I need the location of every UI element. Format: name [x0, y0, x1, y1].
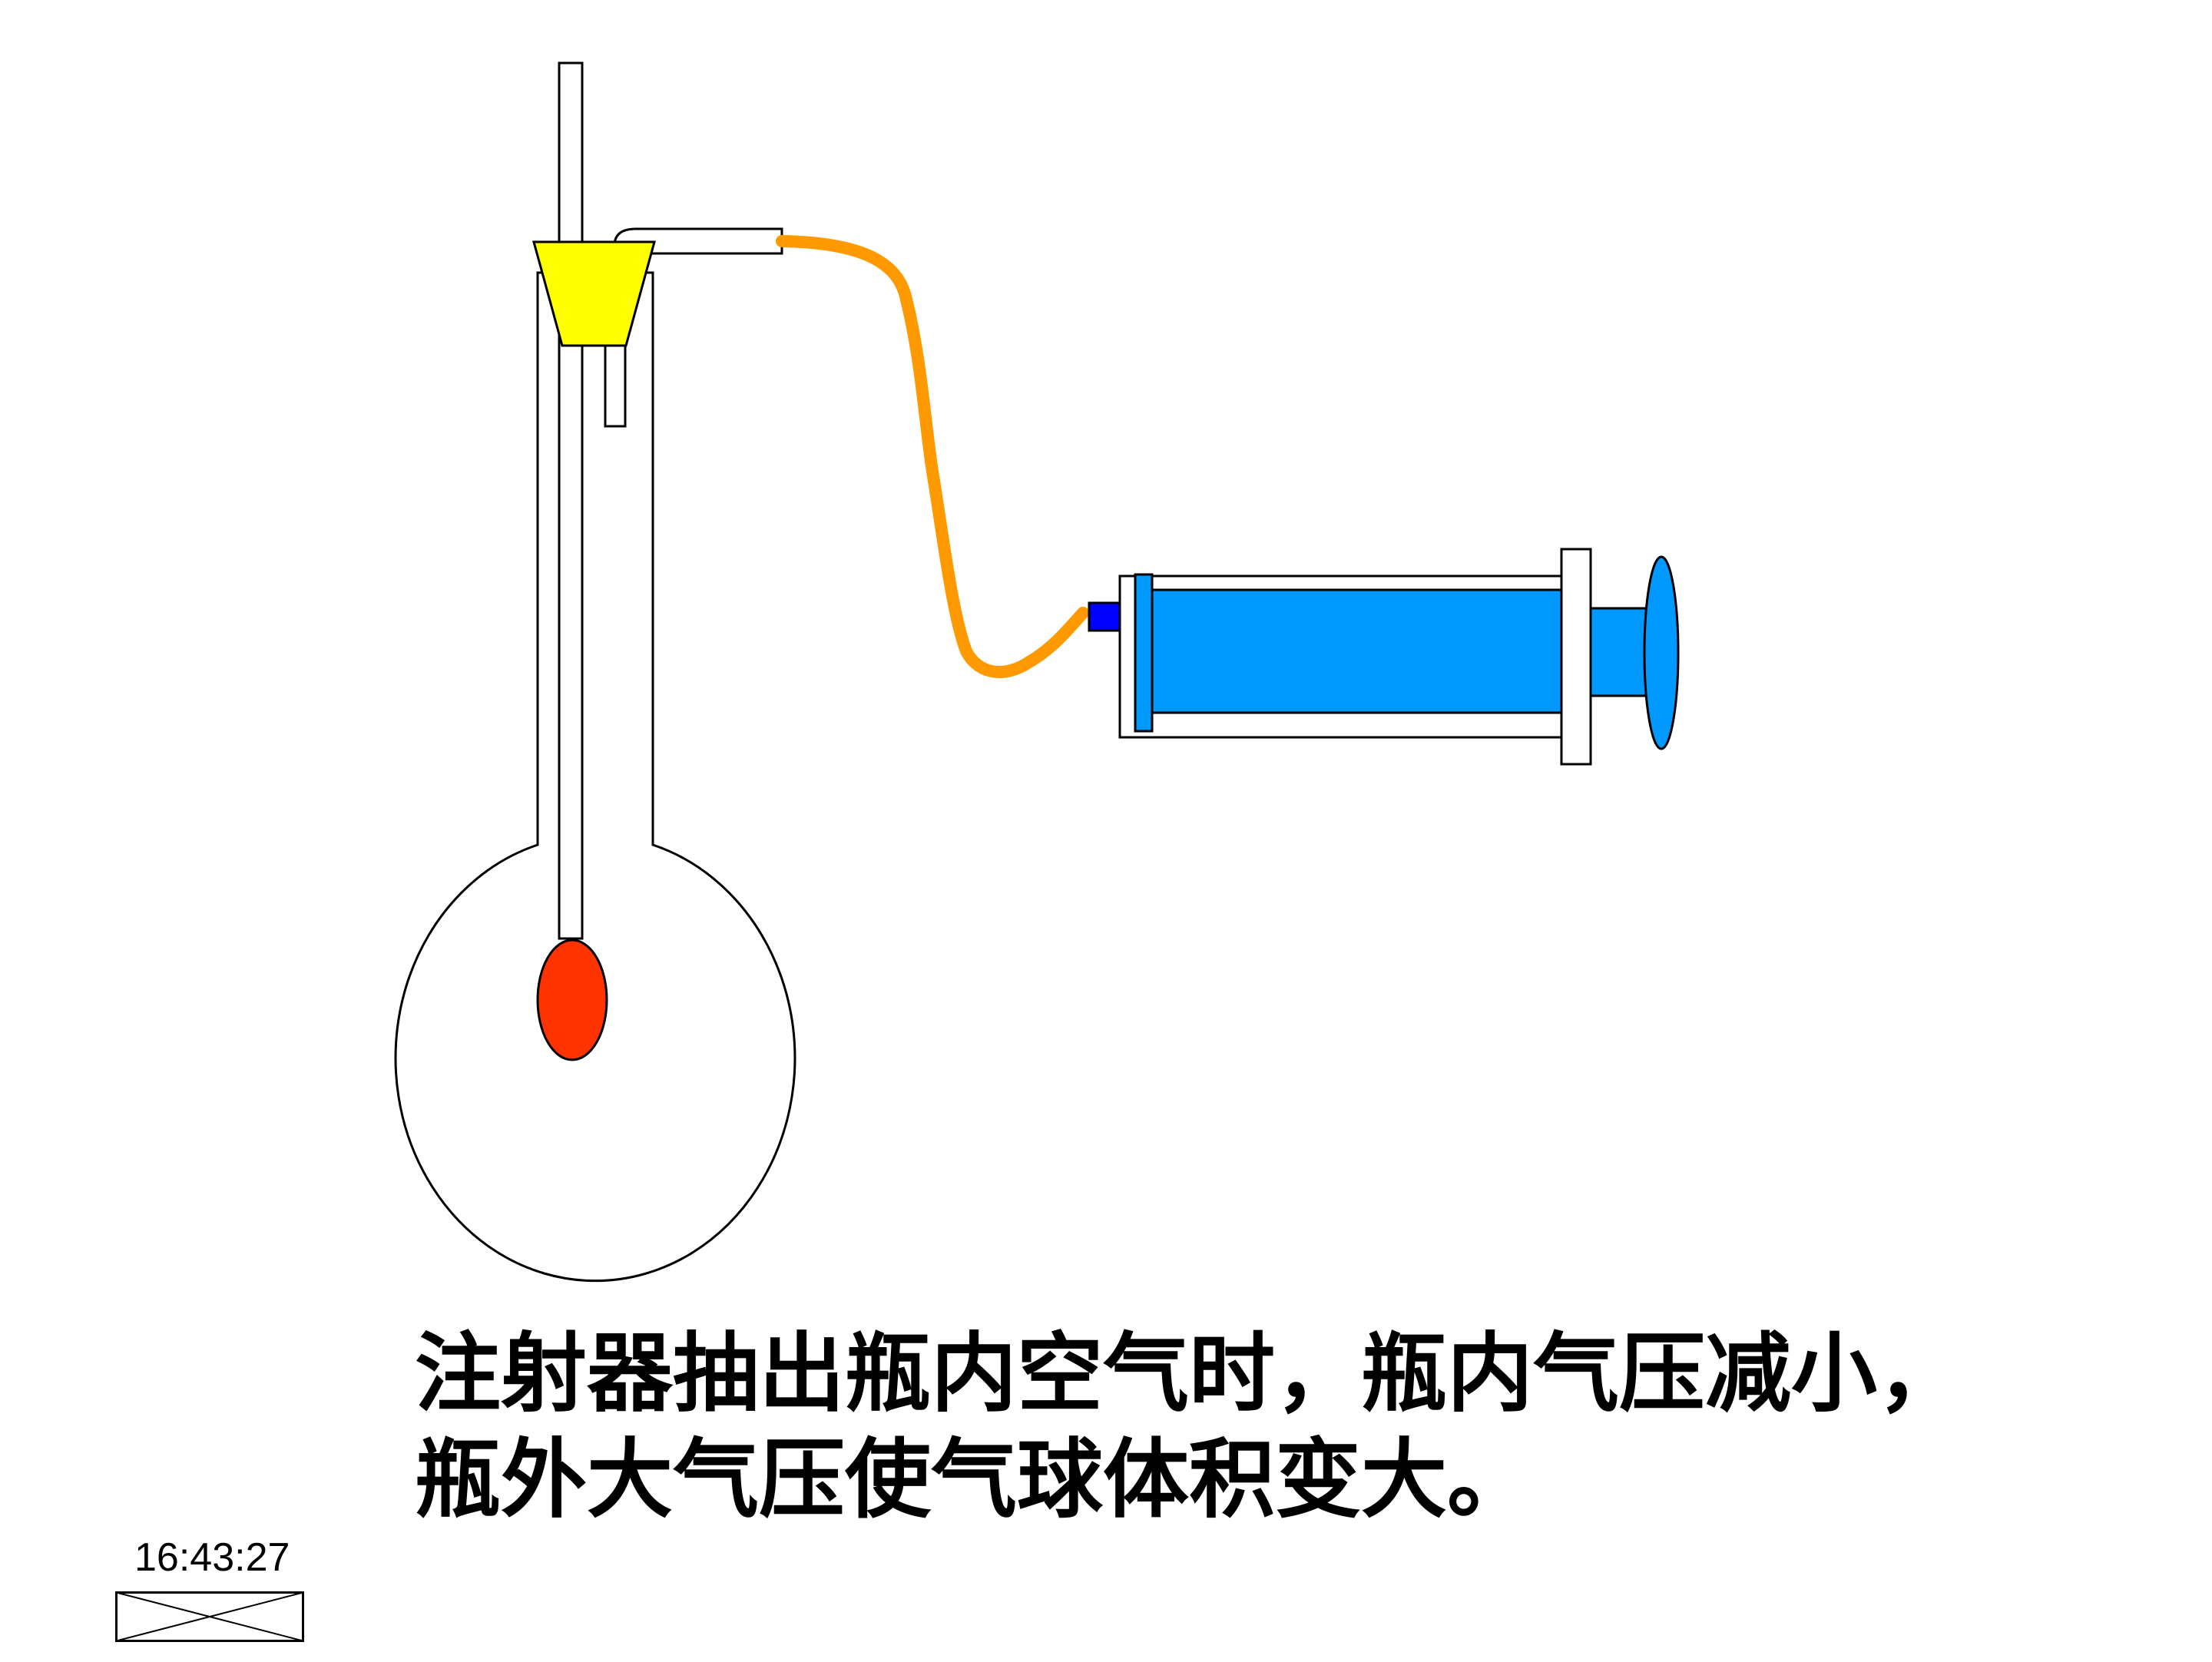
caption-line-1: 注射器抽出瓶内空气时，瓶内气压减小， [415, 1323, 1963, 1424]
plunger-seal [1134, 573, 1154, 733]
plunger-rod [1589, 607, 1652, 697]
vertical-glass-tube [558, 61, 584, 940]
balloon-icon [536, 939, 608, 1061]
caption-line-2: 瓶外大气压使气球体积变大。 [415, 1429, 1533, 1530]
plunger-thumb-press [1643, 555, 1680, 750]
flask [394, 271, 796, 1283]
rubber-stopper [532, 240, 656, 347]
plunger-body [1134, 588, 1563, 714]
syringe-flange [1560, 548, 1592, 766]
timestamp: 16:43:27 [134, 1535, 290, 1580]
crossed-box-icon [115, 1591, 304, 1642]
caption-text: 注射器抽出瓶内空气时，瓶内气压减小， 瓶外大气压使气球体积变大。 [415, 1321, 1963, 1533]
short-inner-tube [604, 336, 627, 428]
rubber-tube [776, 235, 1089, 678]
syringe-nozzle [1088, 601, 1121, 632]
